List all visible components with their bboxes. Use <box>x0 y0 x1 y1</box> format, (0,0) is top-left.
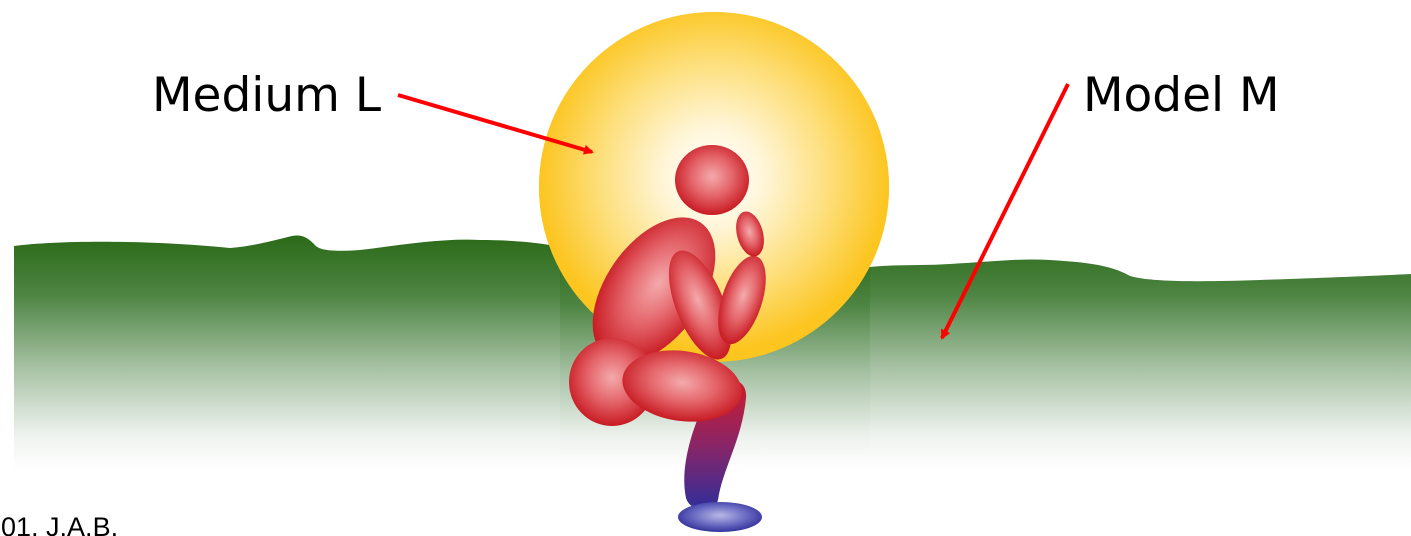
figure-foot <box>678 502 762 532</box>
figure-head <box>675 145 749 215</box>
model-label: Model M <box>1083 68 1280 123</box>
footer-credit: 001, J.A.B. <box>0 512 118 536</box>
medium-label: Medium L <box>152 68 381 123</box>
